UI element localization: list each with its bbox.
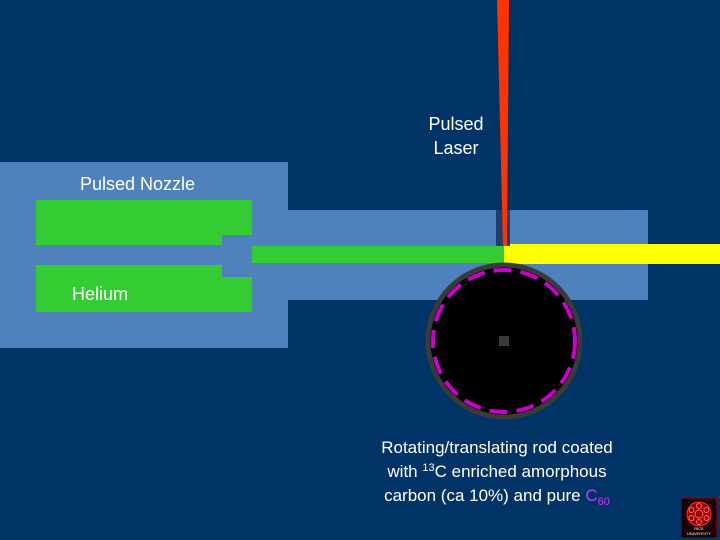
logo-text: RICE UNIVERSITY <box>686 526 711 536</box>
rod-dashed-outline <box>431 268 577 414</box>
c60-formula: C60 <box>585 486 610 508</box>
plate-notch-lower <box>222 265 252 277</box>
caption-line2-prefix: with <box>387 462 423 481</box>
laser-label-line2: Laser <box>433 138 479 158</box>
cluster-beam <box>504 244 720 264</box>
caption-line3-prefix: carbon (ca 10%) and pure <box>384 486 586 505</box>
rod-caption: Rotating/translating rod coated with 13C… <box>352 436 642 508</box>
nozzle-housing <box>0 162 288 348</box>
caption-line2-suffix: C enriched amorphous <box>434 462 607 481</box>
caption-line1: Rotating/translating rod coated <box>381 438 613 457</box>
c60-subscript: 60 <box>597 496 610 508</box>
helium-flow-channel <box>252 246 504 263</box>
laser-label: Pulsed Laser <box>410 112 502 160</box>
laser-label-line1: Pulsed <box>428 114 484 134</box>
caption-line2: with 13C enriched amorphous <box>352 460 642 484</box>
gas-plate-lower <box>36 265 252 312</box>
university-logo: RICE UNIVERSITY <box>681 498 717 538</box>
rod-axis <box>499 336 509 346</box>
gas-plate-upper <box>36 200 252 245</box>
laser-beam <box>497 0 509 246</box>
c60-base: C <box>585 486 598 505</box>
isotope-superscript: 13 <box>422 462 435 474</box>
pulsed-nozzle-label: Pulsed Nozzle <box>80 174 196 194</box>
helium-label: Helium <box>72 284 129 304</box>
fullerene-icon <box>686 501 712 527</box>
caption-line3: carbon (ca 10%) and pure C60 <box>352 484 642 508</box>
plate-notch-upper <box>222 235 252 245</box>
